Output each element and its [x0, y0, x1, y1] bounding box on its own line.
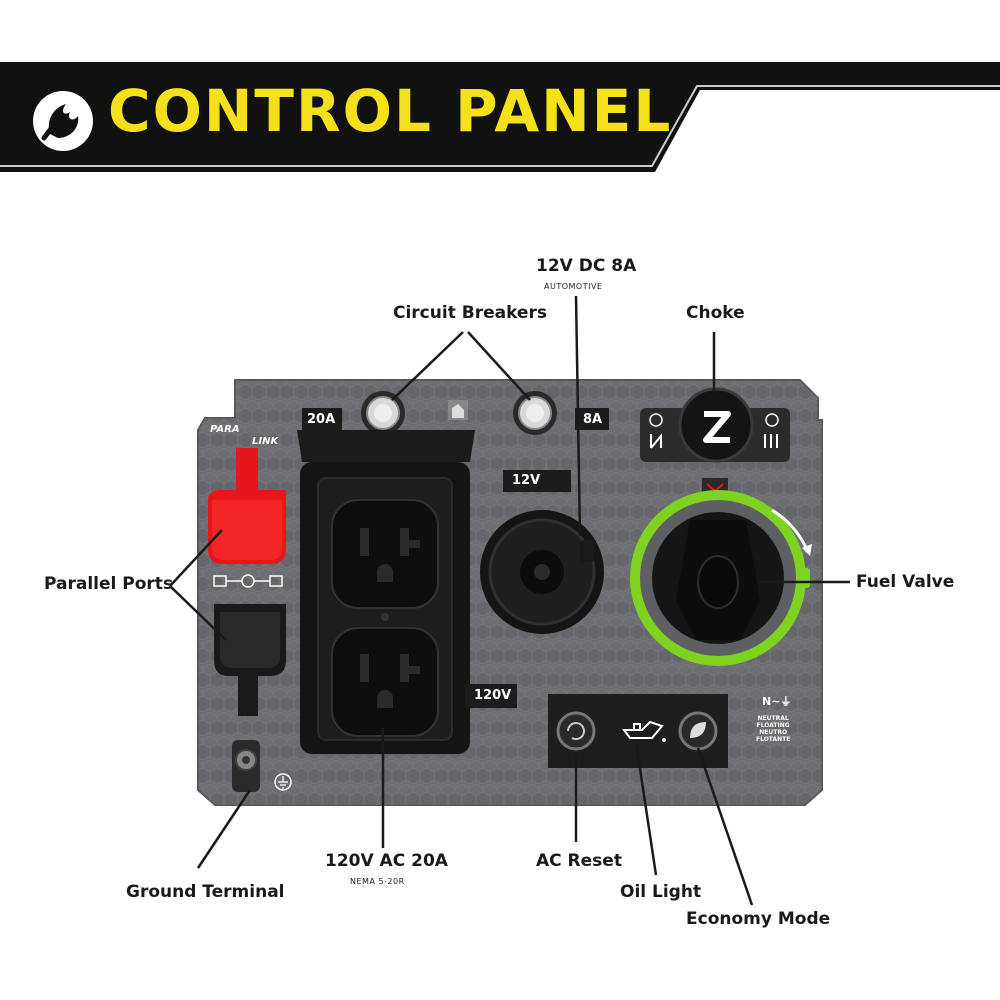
economy-mode-label: Economy Mode: [686, 909, 831, 929]
choke-label: Choke: [686, 303, 745, 323]
breaker-right-rating: 8A: [583, 412, 603, 427]
dc-voltage-plate: [503, 470, 571, 492]
oil-light-label: Oil Light: [620, 882, 702, 902]
choke-icon: [649, 413, 779, 449]
parallel-port-black: [214, 604, 286, 716]
header-banner: [0, 62, 1000, 172]
breaker-8a-plate: [575, 408, 609, 430]
paralink-bottom: LINK: [252, 436, 279, 447]
ac-voltage-plate: [465, 684, 517, 708]
oil-can-icon: [622, 720, 666, 742]
ac-outlet-sublabel: NEMA 5-20R: [350, 877, 405, 886]
circuit-breaker-right: [513, 391, 557, 435]
paralink-top: PARA: [210, 424, 240, 435]
parallel-ports-label: Parallel Ports: [44, 574, 174, 594]
callout-lines: [169, 295, 850, 906]
reset-icon: [556, 711, 596, 751]
circuit-breakers-label: Circuit Breakers: [393, 303, 547, 323]
ac-reset-label: AC Reset: [536, 851, 622, 871]
page-title: CONTROL PANEL: [108, 77, 673, 145]
breaker-20a-plate: [302, 408, 342, 430]
banner-shape: [0, 62, 1000, 172]
ground-terminal-label: Ground Terminal: [126, 882, 285, 902]
fuel-valve-label: Fuel Valve: [856, 572, 955, 592]
neutral-floating-text: NEUTRAL FLOATING NEUTRO FLOTANTE: [756, 715, 791, 743]
neutral-symbol: N~⏚: [762, 695, 792, 708]
parallel-icons: [213, 574, 283, 588]
choke-knob: [640, 387, 790, 463]
ac-outlet-assembly: [297, 430, 475, 754]
ground-symbol-icon: [274, 773, 292, 791]
eco-leaf-icon: [678, 711, 718, 751]
circuit-breaker-left: [361, 391, 405, 435]
parallel-port-red: [208, 448, 286, 564]
ground-terminal: [232, 740, 260, 792]
dc-voltage-label: 12V: [512, 473, 541, 488]
dc-socket: [480, 510, 604, 634]
reset-hand-icon: [448, 400, 468, 420]
logo-icon: [33, 91, 93, 151]
dc-outlet-label: 12V DC 8A: [536, 256, 637, 276]
ac-outlet-label: 120V AC 20A: [325, 851, 448, 871]
ac-voltage-label: 120V: [474, 688, 512, 703]
breaker-left-rating: 20A: [307, 412, 336, 427]
dc-outlet-sublabel: AUTOMOTIVE: [544, 282, 603, 291]
